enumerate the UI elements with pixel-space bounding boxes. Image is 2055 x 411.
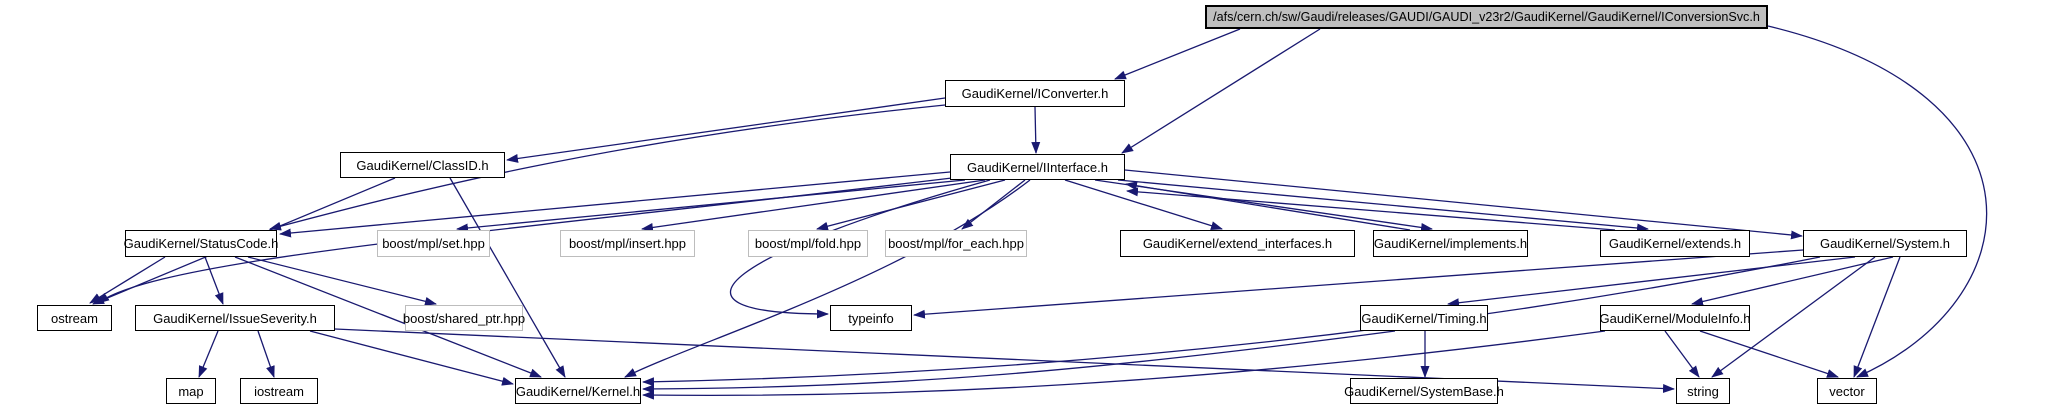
edge-moduleinfo-to-string — [1664, 330, 1700, 378]
graph-node-system[interactable]: GaudiKernel/System.h — [1803, 230, 1967, 257]
graph-node-mpl_foreach: boost/mpl/for_each.hpp — [885, 230, 1027, 257]
edge-moduleinfo-to-vector — [1699, 330, 1839, 378]
graph-node-systembase[interactable]: GaudiKernel/SystemBase.h — [1344, 378, 1504, 404]
edge-iinterface-to-system — [1124, 169, 1803, 240]
edge-iinterface-to-kernel — [624, 179, 1031, 378]
graph-node-extends[interactable]: GaudiKernel/extends.h — [1600, 230, 1750, 257]
edge-system-to-moduleinfo — [1691, 256, 1894, 306]
edge-classid-to-kernel — [449, 177, 566, 378]
edge-statuscode-to-issueseverity — [204, 256, 224, 305]
graph-node-extif[interactable]: GaudiKernel/extend_interfaces.h — [1120, 230, 1355, 257]
edge-root-to-iconverter — [1114, 28, 1241, 80]
graph-node-mpl_set: boost/mpl/set.hpp — [377, 230, 490, 257]
graph-node-implements[interactable]: GaudiKernel/implements.h — [1373, 230, 1528, 257]
graph-node-typeinfo[interactable]: typeinfo — [830, 305, 912, 331]
edge-root-to-iinterface — [1121, 28, 1321, 154]
graph-node-classid[interactable]: GaudiKernel/ClassID.h — [340, 152, 505, 178]
graph-node-string[interactable]: string — [1676, 378, 1730, 404]
graph-node-statuscode[interactable]: GaudiKernel/StatusCode.h — [124, 230, 278, 257]
graph-node-iostream[interactable]: iostream — [240, 378, 318, 404]
graph-node-map[interactable]: map — [166, 378, 216, 404]
edge-iconverter-to-classid — [506, 97, 946, 163]
edge-issueseverity-to-kernel — [309, 330, 514, 386]
edge-issueseverity-to-iostream — [257, 330, 275, 378]
edge-system-to-string — [1711, 256, 1876, 378]
edge-iinterface-to-mpl_set — [456, 179, 966, 233]
edge-iinterface-to-extif — [1064, 179, 1223, 231]
edge-system-to-timing — [1447, 256, 1856, 308]
graph-node-mpl_fold: boost/mpl/fold.hpp — [748, 230, 868, 257]
edge-system-to-typeinfo — [913, 249, 1804, 319]
edge-iconverter-to-iinterface — [1031, 106, 1041, 154]
graph-node-ostream[interactable]: ostream — [37, 305, 112, 331]
edge-iinterface-to-mpl_fold — [816, 179, 1006, 231]
edge-iinterface-to-mpl_insert — [641, 179, 986, 232]
edge-iinterface-to-typeinfo — [730, 179, 991, 319]
graph-node-timing[interactable]: GaudiKernel/Timing.h — [1360, 305, 1488, 331]
edge-issueseverity-to-map — [198, 330, 219, 378]
graph-node-mpl_insert: boost/mpl/insert.hpp — [560, 230, 695, 257]
edge-iinterface-to-extends — [1117, 179, 1649, 233]
graph-node-vector[interactable]: vector — [1817, 378, 1877, 404]
edge-system-to-vector — [1853, 256, 1901, 378]
edge-timing-to-kernel — [642, 330, 1396, 394]
graph-node-root: /afs/cern.ch/sw/Gaudi/releases/GAUDI/GAU… — [1205, 5, 1768, 29]
edge-implements-to-iinterface — [1125, 181, 1411, 231]
edge-root-to-vector — [1767, 25, 1988, 378]
edge-statuscode-to-shared_ptr — [247, 256, 437, 306]
graph-node-iinterface[interactable]: GaudiKernel/IInterface.h — [950, 154, 1125, 180]
edge-statuscode-to-kernel — [234, 256, 542, 378]
graph-node-shared_ptr: boost/shared_ptr.hpp — [403, 305, 525, 331]
edge-iinterface-to-statuscode — [279, 171, 951, 238]
edge-iconverter-to-statuscode — [269, 104, 946, 231]
graph-node-kernel[interactable]: GaudiKernel/Kernel.h — [515, 378, 641, 404]
edge-system-to-kernel — [642, 256, 1821, 387]
edge-moduleinfo-to-kernel — [642, 330, 1606, 400]
edge-statuscode-to-ostream — [89, 256, 166, 304]
edge-extends-to-iinterface — [1126, 187, 1616, 231]
graph-node-issueseverity[interactable]: GaudiKernel/IssueSeverity.h — [135, 305, 335, 331]
graph-node-moduleinfo[interactable]: GaudiKernel/ModuleInfo.h — [1599, 305, 1751, 331]
edge-iinterface-to-mpl_foreach — [961, 179, 1026, 230]
graph-node-iconverter[interactable]: GaudiKernel/IConverter.h — [945, 80, 1125, 107]
